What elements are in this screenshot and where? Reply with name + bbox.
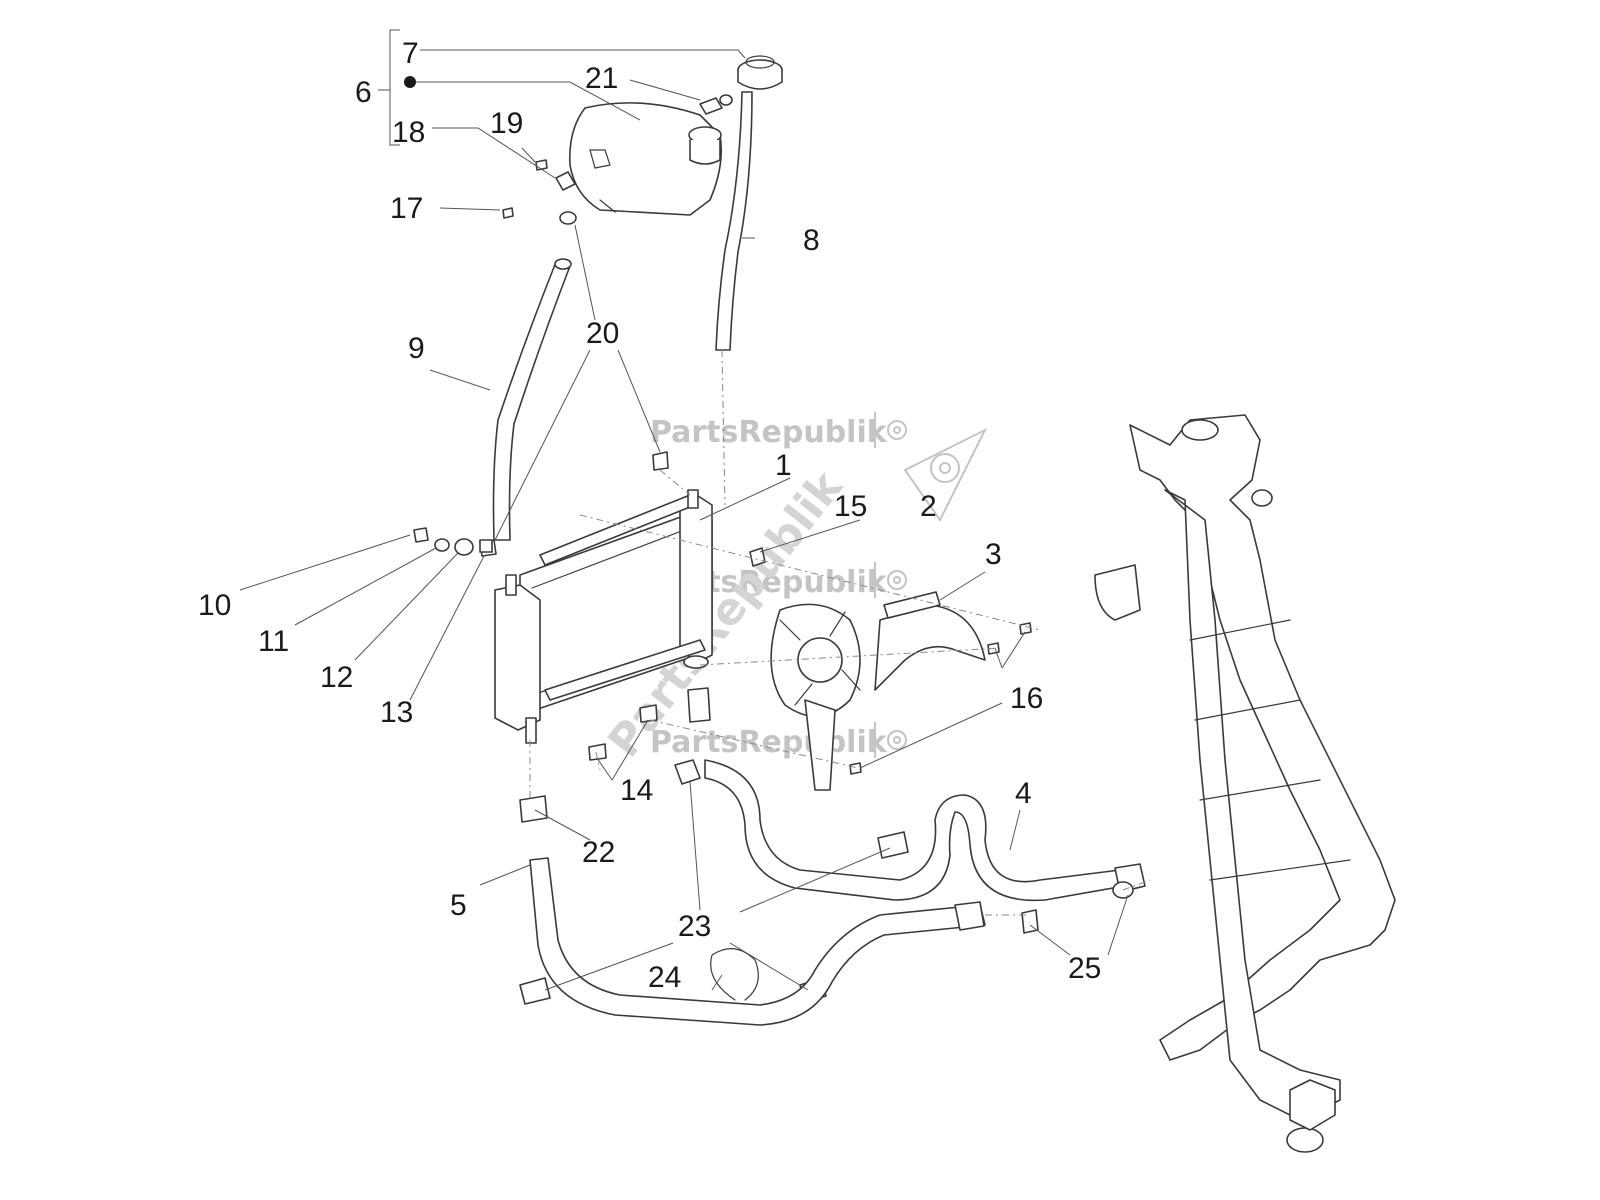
expansion-tank-cap [737, 55, 783, 90]
callout-7: 7 [402, 37, 419, 70]
clip-18 [555, 171, 576, 191]
clamp-22 [519, 795, 548, 823]
callout-22: 22 [582, 836, 615, 869]
fan-shroud [874, 591, 986, 691]
hose-15 [687, 687, 711, 723]
fitting-21 [699, 94, 733, 115]
watermark-3: PartsRepublik [650, 725, 888, 760]
clamp-23a [674, 759, 701, 785]
callout-8: 8 [803, 224, 820, 257]
callout-21: 21 [585, 62, 618, 95]
cooling-fan [749, 547, 861, 791]
callout-10: 10 [198, 589, 231, 622]
callout-23: 23 [678, 910, 711, 943]
screw-19 [535, 159, 548, 171]
callout-25: 25 [1068, 952, 1101, 985]
grommet-12 [454, 538, 474, 556]
overflow-hose [715, 91, 753, 351]
bullet-marker [404, 76, 416, 88]
grommet-14b [588, 743, 607, 761]
assembly-lines [529, 349, 1151, 916]
callout-18: 18 [392, 116, 425, 149]
clamp-23c [519, 977, 551, 1005]
hose-5-end [954, 901, 985, 931]
callout-5: 5 [450, 889, 467, 922]
hose-9 [492, 261, 571, 541]
watermark-logo-icon [874, 722, 907, 758]
callout-2: 2 [920, 490, 937, 523]
group-bracket-6 [378, 29, 400, 146]
callout-14: 14 [620, 774, 653, 807]
radiator [494, 489, 713, 744]
expansion-tank [568, 102, 723, 216]
callout-3: 3 [985, 538, 1002, 571]
clamp-20-top [559, 211, 577, 225]
screw-10 [413, 527, 429, 543]
callout-20: 20 [586, 317, 619, 350]
screw-16c [849, 762, 862, 775]
screw-17 [502, 207, 514, 219]
callout-11: 11 [258, 625, 289, 658]
grommet-20 [652, 451, 669, 471]
watermark-logo-icon [874, 412, 907, 448]
leader-lines [239, 49, 1129, 991]
callout-1: 1 [775, 449, 792, 482]
callout-24: 24 [648, 961, 681, 994]
hose-9-end [554, 258, 572, 270]
callout-12: 12 [320, 661, 353, 694]
callout-4: 4 [1015, 777, 1032, 810]
watermark-logo-icon [874, 562, 907, 598]
callout-labels: 7 6 18 21 19 17 8 20 9 1 15 2 3 10 11 12… [198, 37, 1101, 994]
callout-17: 17 [390, 192, 423, 225]
callout-15: 15 [834, 490, 867, 523]
callout-9: 9 [408, 332, 425, 365]
clamp-15 [683, 655, 709, 669]
callout-16: 16 [1010, 682, 1043, 715]
grommet-20b [479, 539, 493, 553]
clamp-23b [877, 831, 909, 859]
callout-6: 6 [355, 76, 372, 109]
scooter-frame [1094, 414, 1396, 1153]
clamp-25a [1021, 909, 1039, 934]
watermark-logo-icon [903, 427, 988, 522]
grommet-14a [639, 704, 658, 723]
watermark-1: PartsRepublik [650, 415, 888, 450]
washer-11 [434, 538, 450, 552]
cable-tie-24 [710, 948, 759, 1001]
callout-13: 13 [380, 696, 413, 729]
callout-19: 19 [490, 107, 523, 140]
hose-4 [704, 759, 1131, 902]
screw-16a [1019, 622, 1032, 635]
